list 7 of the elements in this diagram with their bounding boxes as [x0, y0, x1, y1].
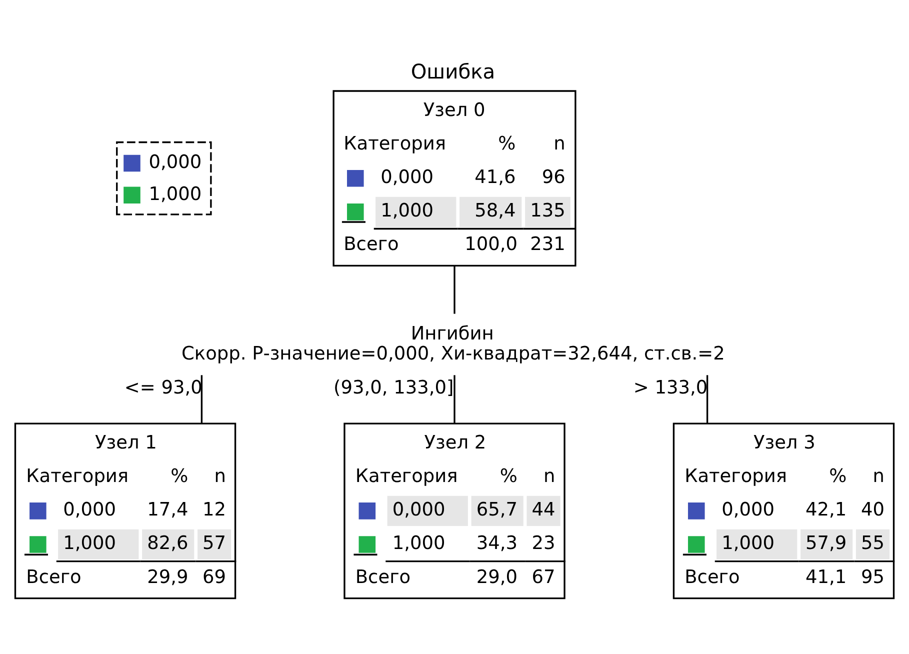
legend-label: 1,000 — [148, 184, 202, 205]
edge-label: > 133,0 — [633, 378, 708, 399]
edge-label: (93,0, 133,0] — [334, 378, 454, 399]
edge-label: <= 93,0 — [124, 378, 202, 399]
diagram-title: Ошибка — [410, 60, 496, 84]
node-text: Ингибин Скорр. Р-значение=0,000, Хи-квадрат=32,644, ст.св.=2 — [182, 323, 725, 364]
legend-label: 0,000 — [148, 152, 202, 173]
